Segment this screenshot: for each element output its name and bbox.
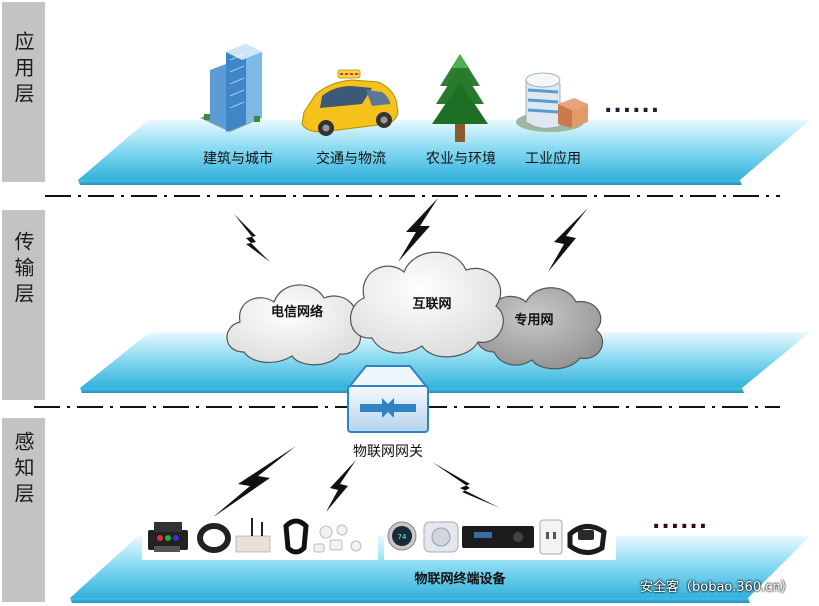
city-building-icon <box>200 44 262 132</box>
smart-plug-icon <box>539 519 563 555</box>
router-icon <box>235 518 271 553</box>
app-layer-bar <box>2 2 45 182</box>
private-network-label: 专用网 <box>514 312 553 328</box>
lightning-icon <box>234 214 270 262</box>
transport-layer-label: 传输层 <box>11 231 35 309</box>
lightning-icon <box>326 460 356 512</box>
thermostat-icon: 74 <box>387 521 417 551</box>
gateway-icon <box>347 365 429 433</box>
printer-icon <box>148 522 188 552</box>
app-layer-label: 应用层 <box>11 31 35 109</box>
fitness-band-icon <box>283 518 309 555</box>
wristband-icon <box>197 523 231 553</box>
smart-watch-band-icon <box>567 524 607 555</box>
terminal-ellipsis: ...... <box>652 509 708 534</box>
lightning-icon <box>432 462 500 508</box>
internet-cloud-icon <box>350 251 504 358</box>
factory-icon <box>516 72 588 132</box>
telecom-network-label: 电信网络 <box>271 304 323 320</box>
taxi-icon <box>301 69 399 136</box>
watermark: 安全客（bobao.360.cn） <box>640 580 794 595</box>
sense-layer-bar <box>2 418 45 602</box>
lightning-icon <box>212 446 296 518</box>
app-item-building: 建筑与城市 <box>203 150 273 167</box>
gateway-label: 物联网网关 <box>353 444 423 460</box>
layer-label-bars <box>2 2 45 602</box>
lightning-icon <box>398 198 438 262</box>
transport-layer-bar <box>2 210 45 400</box>
sense-layer-label: 感知层 <box>11 431 35 509</box>
app-item-agriculture: 农业与环境 <box>426 151 496 167</box>
app-platform <box>78 120 810 185</box>
app-item-transport: 交通与物流 <box>316 150 386 167</box>
lightning-icon <box>548 208 588 272</box>
tree-icon <box>432 54 488 142</box>
av-receiver-icon <box>462 526 534 548</box>
sensor-kit-icon <box>313 524 362 553</box>
smart-hub-icon <box>423 521 459 553</box>
svg-text:74: 74 <box>398 533 407 541</box>
internet-label: 互联网 <box>412 297 451 312</box>
app-item-industry: 工业应用 <box>525 150 581 167</box>
lightning-bolt-icons <box>212 198 588 518</box>
telecom-cloud-icon <box>226 284 362 366</box>
app-ellipsis: ...... <box>604 93 660 118</box>
terminal-devices-label: 物联网终端设备 <box>414 571 506 587</box>
